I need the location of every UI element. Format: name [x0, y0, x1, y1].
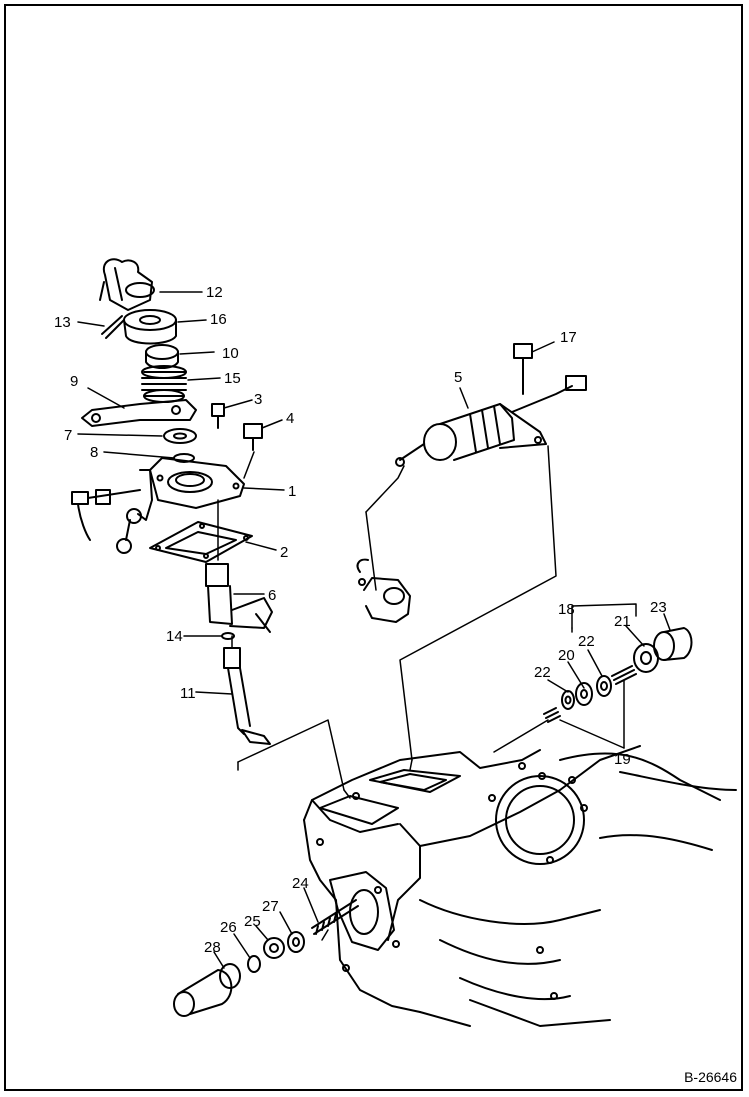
seal-part: [288, 932, 304, 952]
callout-2: 2: [280, 544, 289, 561]
callout-17: 17: [560, 329, 577, 346]
callout-20: 20: [558, 647, 575, 664]
callout-6: 6: [268, 587, 277, 604]
cover-part: [138, 458, 244, 520]
figure-reference: B-26646: [684, 1069, 737, 1085]
bracket-part: [358, 560, 410, 622]
callout-3: 3: [254, 391, 263, 408]
solenoid-part: [396, 376, 586, 466]
callout-10: 10: [222, 345, 239, 362]
callout-4: 4: [286, 410, 295, 427]
drawing-frame: [4, 4, 743, 1091]
washer-part: [576, 683, 592, 705]
washer-part: [562, 691, 574, 709]
callout-16: 16: [210, 311, 227, 328]
cap-part: [654, 628, 692, 660]
callout-22-upper: 22: [578, 633, 595, 650]
callout-21: 21: [614, 613, 631, 630]
nut-part: [146, 345, 178, 368]
bolt-part: [212, 404, 224, 428]
lever-arm-part: [82, 400, 196, 426]
callout-25: 25: [244, 913, 261, 930]
callout-27: 27: [262, 898, 279, 915]
callout-15: 15: [224, 370, 241, 387]
washer-part: [164, 429, 196, 443]
washer-part: [597, 676, 611, 696]
callout-24: 24: [292, 875, 309, 892]
nut-part: [264, 938, 284, 958]
bolt-part: [244, 424, 262, 450]
callout-23: 23: [650, 599, 667, 616]
callout-1: 1: [288, 483, 297, 500]
callout-5: 5: [454, 369, 463, 386]
spring-part: [142, 366, 186, 402]
callout-14: 14: [166, 628, 183, 645]
washer-part: [248, 956, 260, 972]
bolt-part: [514, 344, 532, 394]
nut-part: [634, 644, 658, 672]
engine-block: [304, 746, 736, 1026]
collar-part: [124, 310, 176, 344]
callout-11: 11: [180, 685, 196, 702]
rod-part: [224, 648, 270, 744]
callout-22-lower: 22: [534, 664, 551, 681]
callout-28: 28: [204, 939, 221, 956]
lever-head-part: [100, 259, 154, 310]
callout-7: 7: [64, 427, 73, 444]
shaft-part: [206, 564, 272, 632]
gasket-part: [150, 522, 252, 562]
callout-19: 19: [614, 751, 631, 768]
callout-8: 8: [90, 444, 99, 461]
callout-12: 12: [206, 284, 223, 301]
pin-part: [102, 316, 124, 338]
callout-26: 26: [220, 919, 237, 936]
callout-13: 13: [54, 314, 71, 331]
adjusting-screw-part: [544, 666, 636, 722]
side-bolt-part: [72, 490, 141, 553]
leader-lines: [78, 292, 670, 968]
callout-9: 9: [70, 373, 79, 390]
cap-part: [174, 964, 240, 1016]
callout-18: 18: [558, 601, 575, 618]
